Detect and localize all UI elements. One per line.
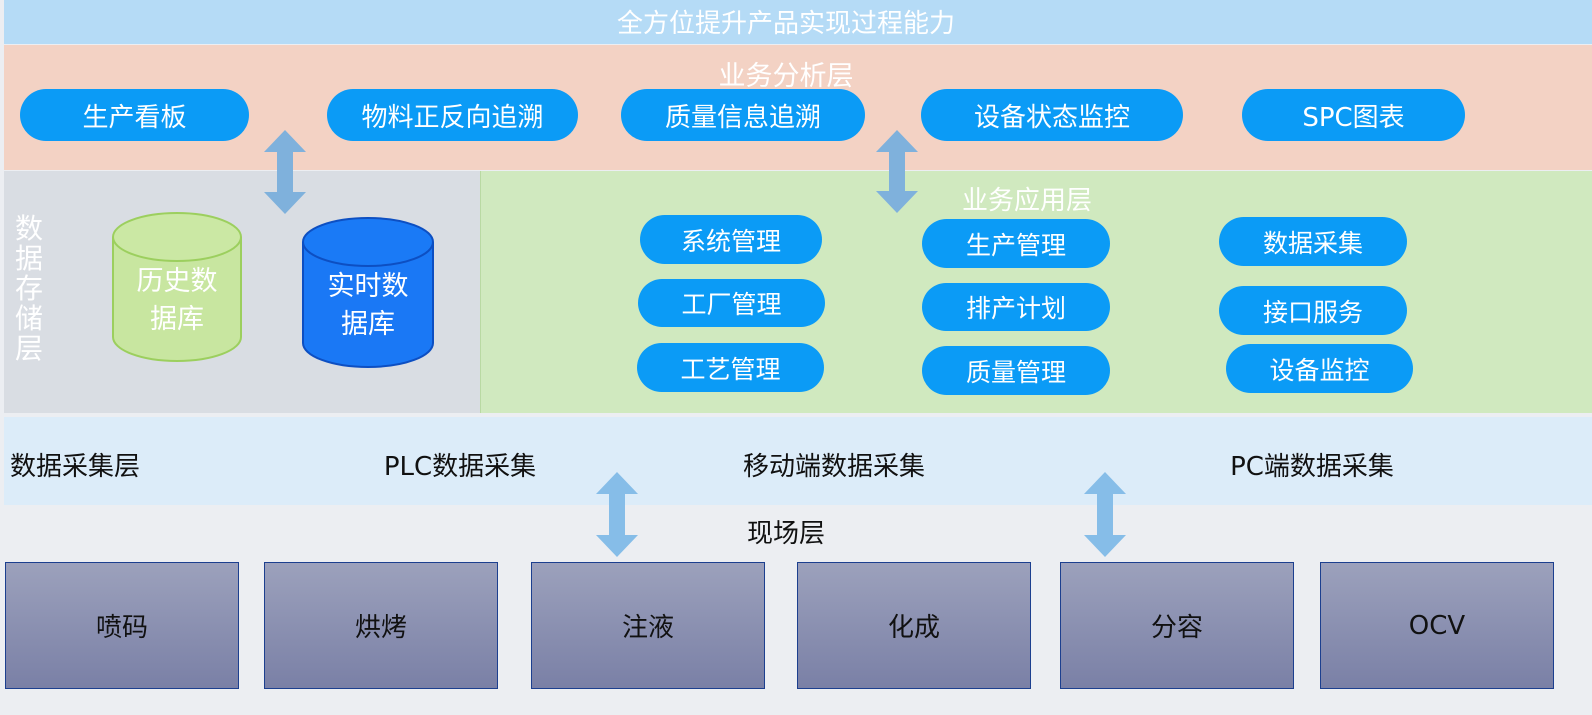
app-item-scheduling[interactable]: 排产计划 [922,283,1110,331]
realtime-database-icon [302,217,434,368]
analysis-item-quality-trace[interactable]: 质量信息追溯 [621,89,865,141]
collection-layer-band [4,417,1592,505]
field-item-coding: 喷码 [5,562,239,689]
field-layer-label: 现场层 [746,519,825,549]
app-item-system-mgmt[interactable]: 系统管理 [640,215,822,264]
field-item-injection: 注液 [531,562,765,689]
top-banner [4,0,1592,44]
double-arrow-icon [876,130,918,213]
storage-layer-label: 数据存储层 [14,212,43,365]
double-arrow-icon [1084,472,1126,557]
history-database-icon [112,212,242,362]
analysis-item-kanban[interactable]: 生产看板 [20,89,249,141]
collection-pc: PC端数据采集 [1230,452,1394,482]
realtime-db-label-line2: 据库 [341,309,395,340]
analysis-layer-label: 业务分析层 [718,61,854,92]
collection-plc: PLC数据采集 [383,452,537,482]
history-db-label-line1: 历史数 [136,266,218,297]
collection-layer-label: 数据采集层 [10,452,141,482]
history-database: 历史数 据库 [112,212,242,362]
double-arrow-icon [264,130,306,214]
page-title: 全方位提升产品实现过程能力 [616,9,955,39]
field-item-formation: 化成 [797,562,1031,689]
field-item-grading: 分容 [1060,562,1294,689]
history-db-label-line2: 据库 [150,304,204,335]
application-layer-label: 业务应用层 [961,186,1092,216]
field-item-ocv: OCV [1320,562,1554,689]
collection-mobile: 移动端数据采集 [742,452,925,482]
app-item-production-mgmt[interactable]: 生产管理 [922,219,1110,268]
app-item-process-mgmt[interactable]: 工艺管理 [637,343,824,392]
app-item-quality-mgmt[interactable]: 质量管理 [922,346,1110,395]
field-item-baking: 烘烤 [264,562,498,689]
app-item-factory-mgmt[interactable]: 工厂管理 [638,279,825,327]
analysis-item-equipment-monitor[interactable]: 设备状态监控 [921,89,1183,141]
app-item-interface-service[interactable]: 接口服务 [1219,286,1407,335]
analysis-item-material-trace[interactable]: 物料正反向追溯 [327,89,578,141]
app-item-equipment-monitor[interactable]: 设备监控 [1226,344,1413,393]
app-item-data-collection[interactable]: 数据采集 [1219,217,1407,266]
realtime-database: 实时数 据库 [302,217,434,369]
realtime-db-label-line1: 实时数 [327,271,409,302]
analysis-item-spc[interactable]: SPC图表 [1242,89,1465,141]
double-arrow-icon [596,472,638,557]
